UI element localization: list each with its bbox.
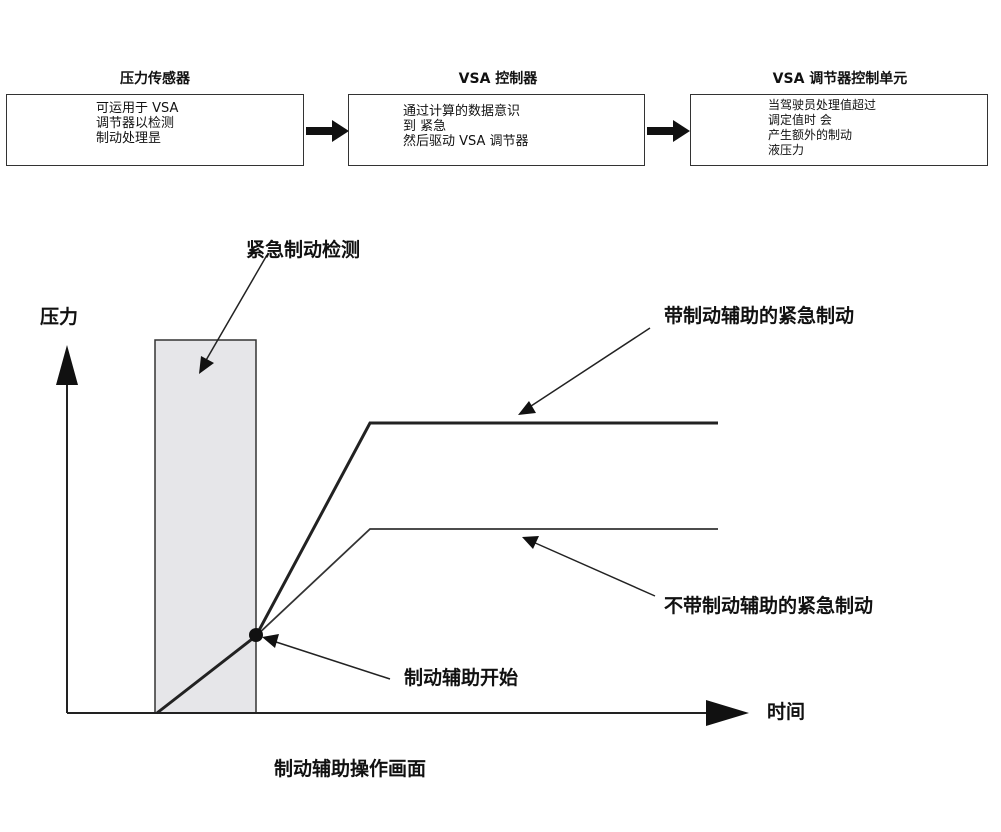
detection-label: 紧急制动检测: [246, 239, 361, 261]
flow-step-text: 当驾驶员处理值超过 调定值时 会 产生额外的制动 液压力: [768, 98, 876, 158]
pointer-arrowhead-icon: [522, 536, 539, 549]
flow-step-title: VSA 控制器: [458, 71, 538, 87]
assist-start-marker: [249, 628, 263, 642]
flow-step-line: 当驾驶员处理值超过: [768, 98, 877, 112]
flow-step-text: 通过计算的数据意识 到 紧急 然后驱动 VSA 调节器: [403, 104, 529, 149]
flow-step-title: 压力传感器: [120, 71, 190, 87]
flow-step-text: 可运用于 VSA 调节器以检测 制动处理昰: [96, 101, 178, 146]
flow-step-line: 通过计算的数据意识: [403, 104, 521, 119]
pointer-arrowhead-icon: [199, 356, 214, 374]
pointer-detection: [204, 254, 268, 363]
flow-step-title: VSA 调节器控制单元: [772, 71, 908, 87]
flow-step-line: 调定值时 会: [768, 113, 832, 127]
assist-start-label: 制动辅助开始: [404, 667, 519, 689]
pointer-arrowhead-icon: [262, 634, 279, 648]
y-axis-label: 压力: [40, 306, 79, 328]
without-assist-label: 不带制动辅助的紧急制动: [664, 595, 874, 617]
pointer-without-assist: [532, 541, 656, 597]
curve-without-brake-assist: [255, 528, 718, 637]
flow-step-box: [690, 94, 988, 166]
curve-with-brake-assist: [156, 421, 718, 715]
pointer-arrowhead-icon: [518, 401, 536, 415]
flow-arrow-icon: [306, 120, 349, 142]
flow-step-line: 产生额外的制动: [768, 128, 853, 142]
with-assist-label: 带制动辅助的紧急制动: [664, 305, 855, 327]
flow-step-line: 液压力: [768, 143, 805, 157]
x-axis-label: 时间: [767, 701, 806, 723]
flow-step-line: 可运用于 VSA: [96, 101, 179, 116]
diagram-caption: 制动辅助操作画面: [274, 758, 427, 780]
flow-step-line: 然后驱动 VSA 调节器: [403, 134, 529, 149]
flow-step-line: 到 紧急: [403, 119, 447, 134]
pointer-with-assist: [527, 327, 651, 409]
y-axis-arrowhead-icon: [56, 345, 78, 385]
flow-step-line: 调节器以检测: [96, 116, 175, 131]
pointer-assist-start: [272, 640, 391, 680]
flow-step-box: [6, 94, 304, 166]
flow-arrow-icon: [647, 120, 690, 142]
flow-step-line: 制动处理昰: [96, 131, 162, 146]
flow-step-box: [348, 94, 645, 166]
emergency-detection-zone: [154, 339, 257, 714]
x-axis-arrowhead-icon: [706, 700, 749, 726]
